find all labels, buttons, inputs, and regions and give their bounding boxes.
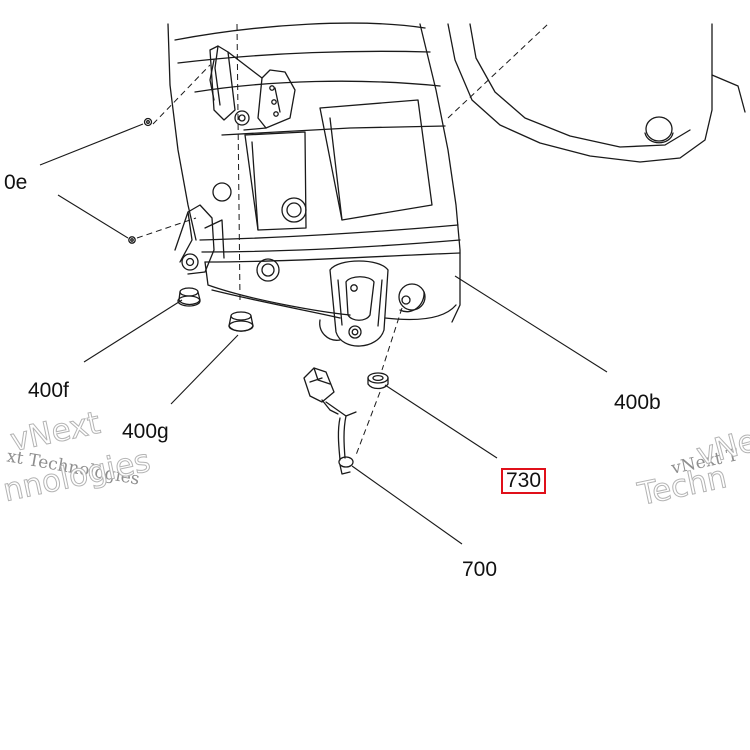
axis-line (381, 307, 403, 371)
grommet-730 (367, 372, 389, 390)
leader-line-400e (57, 194, 129, 239)
callout-730-highlighted[interactable]: 730 (501, 468, 547, 494)
leader-line-400f (83, 299, 183, 363)
screw-400e-lower (128, 236, 136, 244)
axis-line (152, 64, 211, 125)
callout-400f[interactable]: 400f (28, 379, 69, 402)
grommet-400g (228, 311, 254, 332)
axis-line (236, 23, 241, 301)
rear-panel (447, 23, 746, 163)
callout-400g[interactable]: 400g (122, 420, 169, 443)
axis-line (136, 217, 197, 239)
callout-700[interactable]: 700 (462, 558, 498, 581)
leader-line-400e (39, 123, 144, 166)
grommet-400f (177, 287, 201, 307)
leader-line-730 (384, 384, 498, 459)
axis-line (355, 391, 381, 456)
bottom-mount-bracket (319, 260, 389, 347)
sensor-700 (303, 367, 357, 475)
leader-line-400g (170, 334, 239, 405)
callout-400e[interactable]: 0e (4, 171, 28, 194)
axis-line (447, 23, 549, 119)
upper-mount-bracket (209, 45, 296, 131)
screw-400e-upper (143, 117, 153, 127)
callout-400b[interactable]: 400b (614, 391, 661, 414)
housing-body (167, 22, 461, 323)
left-mount-bracket (174, 204, 225, 275)
leader-line-700 (351, 465, 463, 545)
leader-line-400b (454, 275, 608, 373)
